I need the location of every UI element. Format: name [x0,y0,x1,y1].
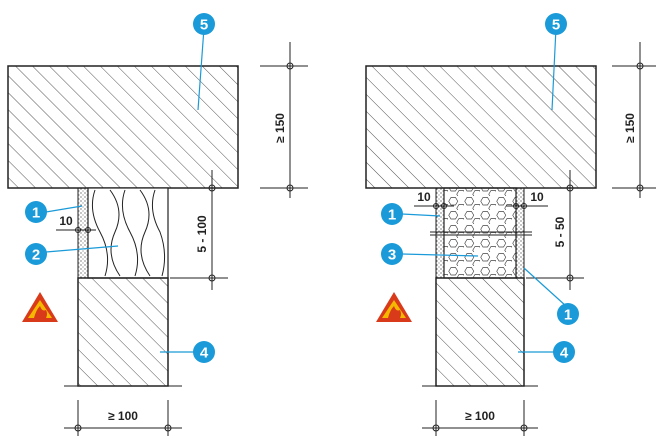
svg-text:5: 5 [200,17,208,34]
svg-text:1: 1 [564,307,572,324]
right-callout-1-left: 1 [381,203,403,225]
right-fire-board [443,187,517,279]
left-wool-loops [91,189,166,277]
left-callout-2: 2 [25,243,47,265]
svg-text:5: 5 [552,17,560,34]
svg-text:1: 1 [32,205,40,222]
right-leaders [401,27,567,353]
left-leaders [45,27,205,353]
left-callout-4: 4 [193,341,215,363]
left-strip-dimension [56,227,96,233]
left-wall-dimension [64,400,182,436]
fire-warning-icon [376,292,412,322]
svg-text:4: 4 [560,345,569,362]
right-callout-3: 3 [381,243,403,265]
svg-text:3: 3 [388,247,396,264]
left-wall-width-label: ≥ 100 [108,409,138,423]
right-masonry-wall [435,277,525,387]
right-slab-dimension [612,42,656,198]
left-strip-label: 10 [59,214,73,228]
svg-text:4: 4 [200,345,209,362]
right-strip-dimensions [414,203,548,209]
right-strip-left-label: 10 [417,190,431,204]
right-callout-5: 5 [545,13,567,35]
left-masonry-wall [77,277,169,387]
right-edge-strip-left [435,187,445,279]
right-wall-width-label: ≥ 100 [465,409,495,423]
left-slab-thickness-label: ≥ 150 [273,113,287,143]
right-callout-1-right: 1 [557,303,579,325]
right-edge-strip-right [515,187,525,279]
right-gap-label: 5 - 50 [553,216,567,247]
fire-warning-icon [22,292,58,322]
left-slab-dimension [260,42,308,198]
svg-text:2: 2 [32,247,40,264]
left-edge-strip [77,187,89,279]
right-slab-thickness-label: ≥ 150 [623,113,637,143]
svg-text:1: 1 [388,207,396,224]
left-callout-5: 5 [193,13,215,35]
left-callout-1: 1 [25,201,47,223]
right-wall-dimension [422,400,538,436]
right-concrete-slab [365,65,597,189]
right-callout-4: 4 [553,341,575,363]
left-concrete-slab [7,65,239,189]
left-mineral-wool [87,187,169,279]
left-gap-label: 5 - 100 [195,215,209,253]
left-detail: ≥ 150 5 - 100 10 ≥ 100 [7,13,308,436]
right-strip-right-label: 10 [530,190,544,204]
left-gap-dimension [170,170,228,290]
right-detail: ≥ 150 5 - 50 10 10 ≥ 100 [365,13,656,436]
